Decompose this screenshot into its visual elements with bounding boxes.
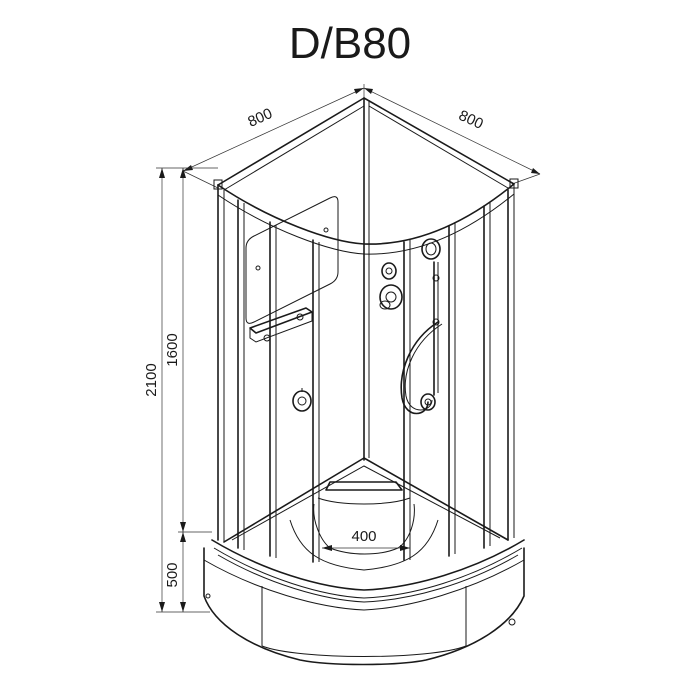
- dim-door-width: 400: [351, 528, 376, 545]
- door-profiles: [217, 184, 515, 563]
- dim-total-height: 2100: [143, 363, 160, 396]
- model-title: D/B80: [289, 19, 411, 68]
- dim-width-right: 800: [456, 107, 486, 133]
- top-dimension-left: 800: [182, 84, 365, 189]
- shower-controls: [379, 238, 443, 415]
- back-walls: [217, 97, 515, 461]
- dim-tray-height: 500: [164, 562, 181, 587]
- door-handle-left: [292, 388, 312, 412]
- top-dimension-right: 800: [363, 87, 541, 185]
- shower-tray-floor: 400: [223, 457, 509, 571]
- dim-glass-height: 1600: [164, 333, 181, 366]
- corner-shelf: [249, 307, 313, 343]
- tray-apron: [203, 547, 525, 666]
- dim-width-left: 800: [245, 105, 275, 131]
- tray-rim: [211, 539, 525, 603]
- vertical-dimensions: 2100 1600 500: [143, 167, 218, 613]
- top-curved-frame: [213, 178, 519, 255]
